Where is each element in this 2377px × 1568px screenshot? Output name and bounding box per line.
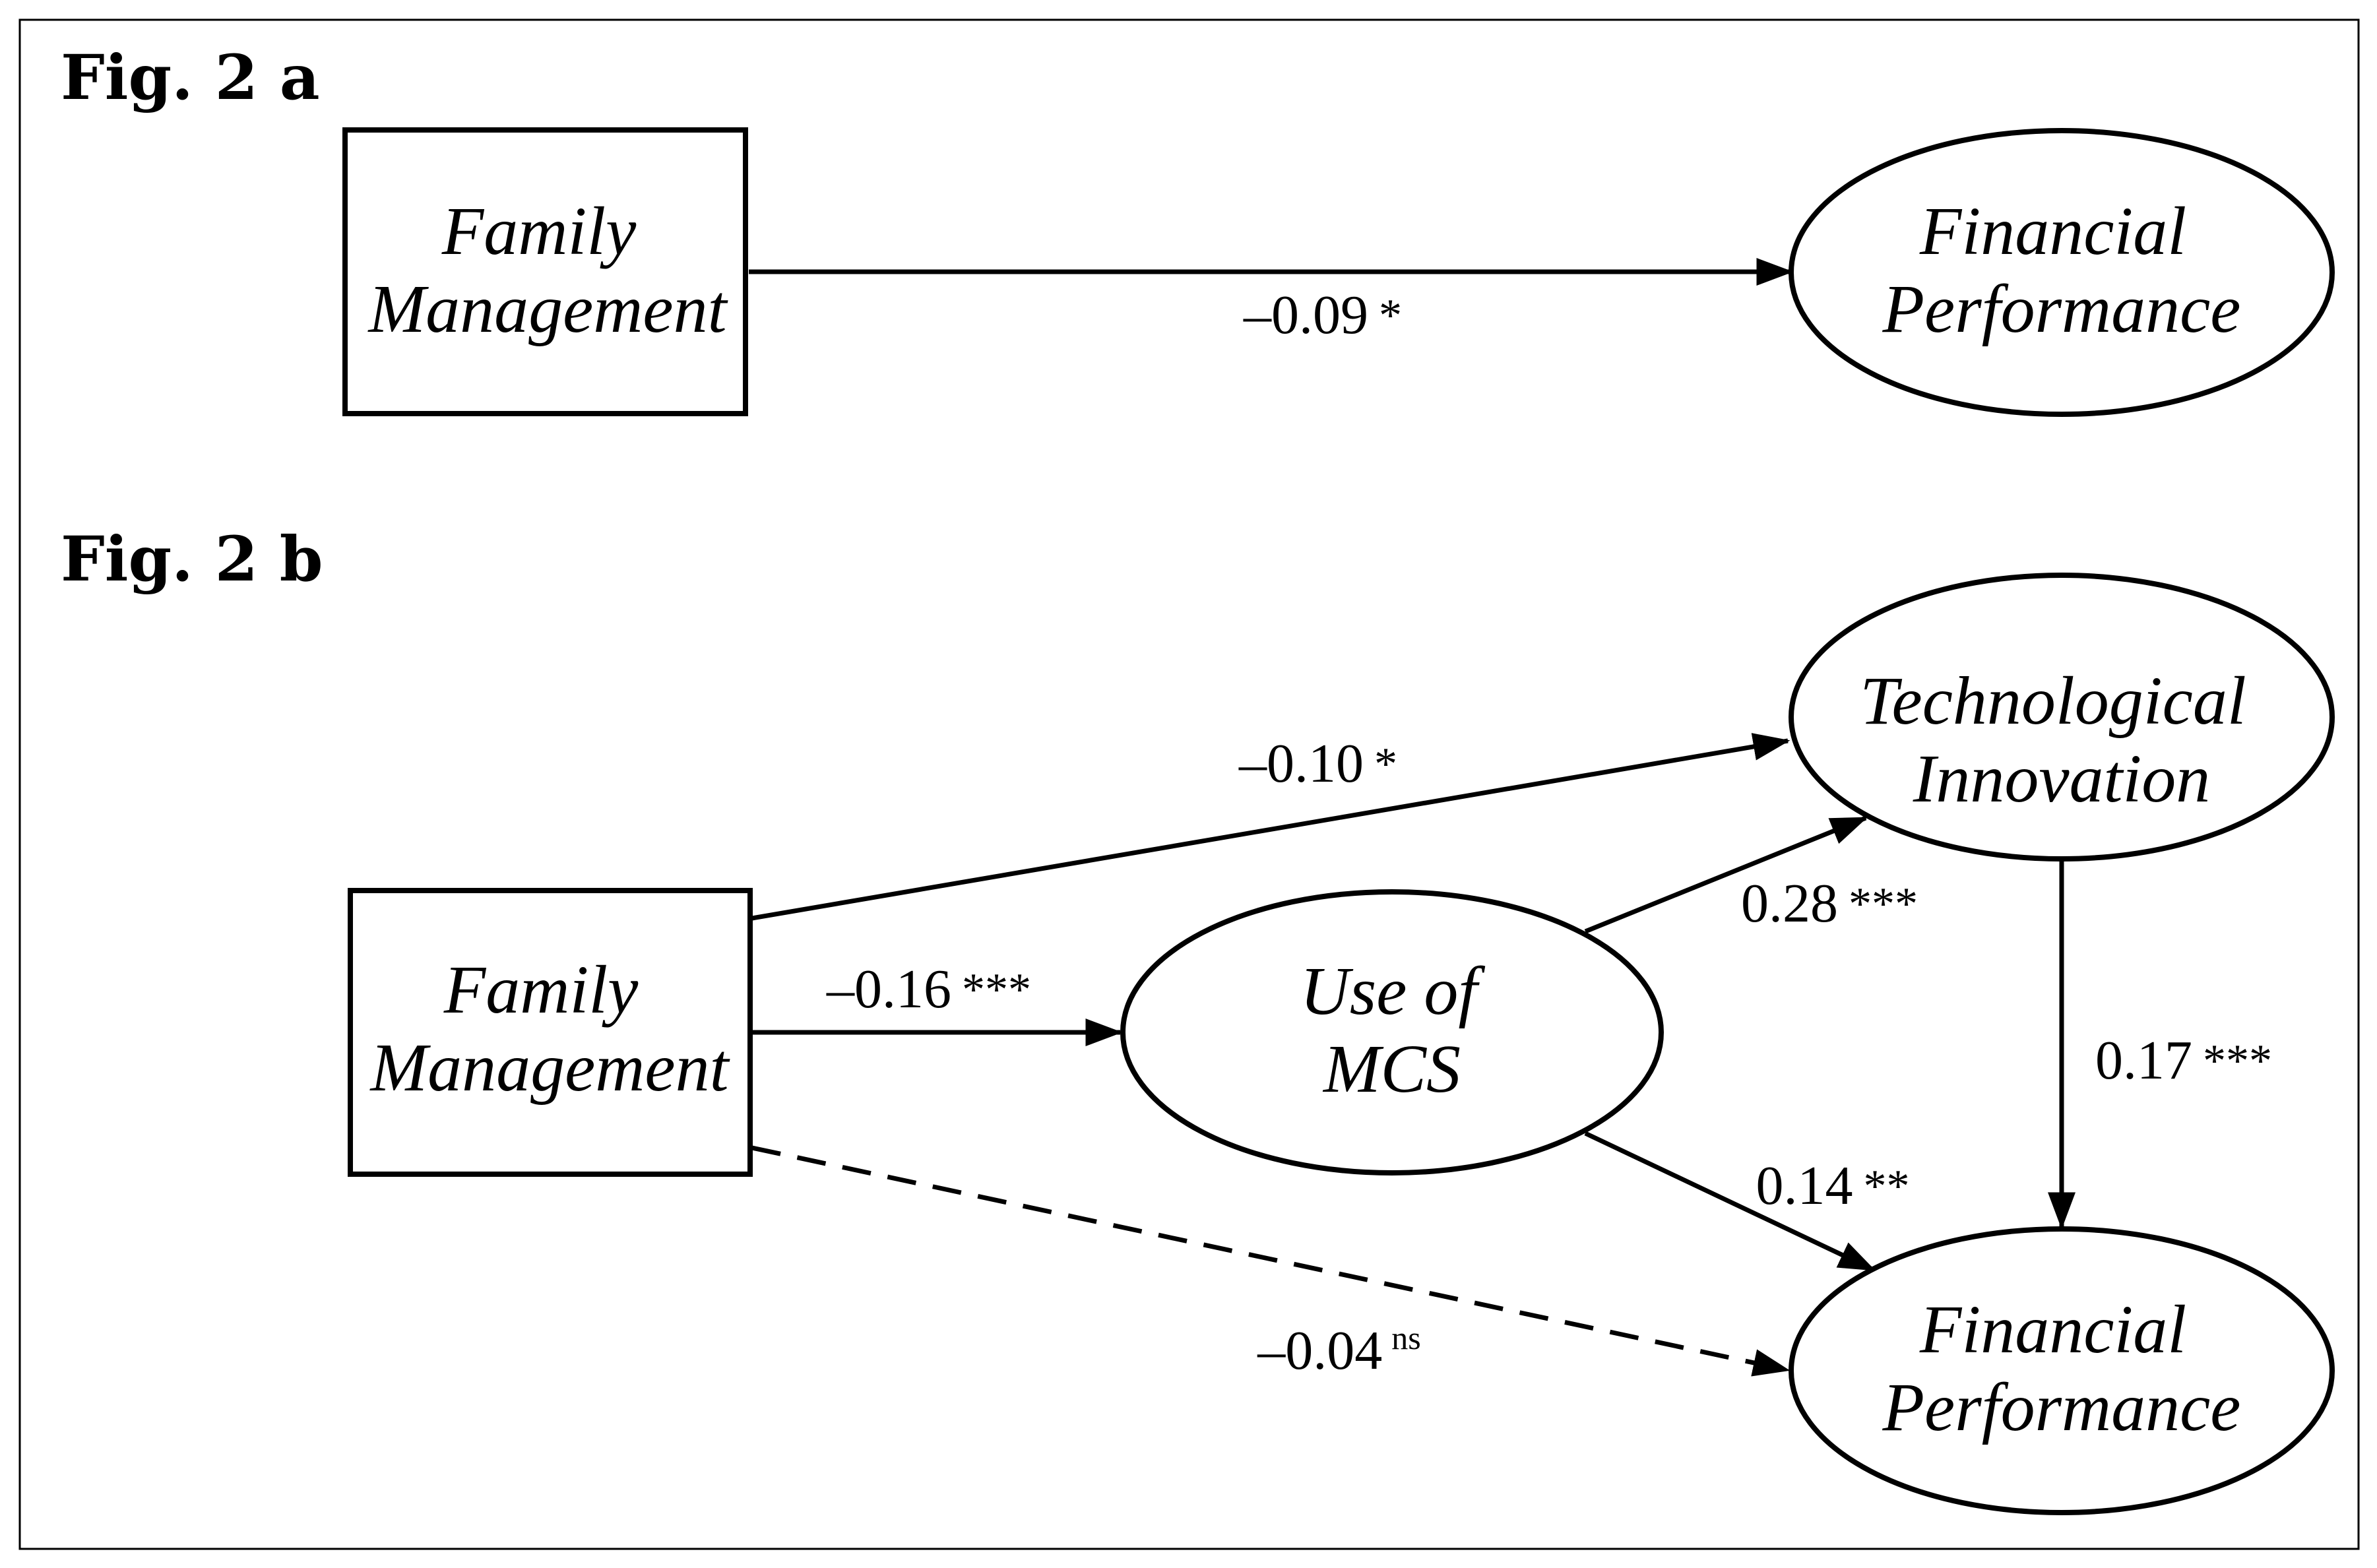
coef-b-mcs-to-technological: 0.28*** xyxy=(1741,873,1918,934)
coef-b-mcs-to-financial: 0.14** xyxy=(1756,1155,1910,1216)
coef-b-family-to-technological: –0.10* xyxy=(1238,733,1397,794)
node-a-financial-performance-label: Financial Performance xyxy=(1882,193,2241,347)
node-label-line: Financial xyxy=(1919,1292,2186,1367)
node-label-line: Performance xyxy=(1882,1369,2241,1445)
node-a-family-management-label: Family Management xyxy=(367,193,728,347)
coefficient-value: 0.28 xyxy=(1741,873,1838,934)
node-label-line: Use of xyxy=(1300,953,1486,1029)
node-label-line: Performance xyxy=(1882,271,2241,347)
significance-marker: *** xyxy=(1849,879,1918,929)
node-a-family-management xyxy=(342,127,748,416)
node-b-family-management xyxy=(348,888,753,1177)
coef-b-technological-to-financial: 0.17*** xyxy=(2095,1030,2272,1091)
figure-frame xyxy=(18,18,2360,1550)
node-label-line: Family xyxy=(443,952,639,1028)
node-b-technological-innovation-label: Technological Innovation xyxy=(1860,663,2263,817)
node-label-line: MCS xyxy=(1322,1031,1461,1107)
significance-marker: *** xyxy=(962,964,1031,1015)
coefficient-value: –0.09 xyxy=(1243,284,1368,346)
coefficient-value: 0.17 xyxy=(2095,1030,2192,1091)
significance-marker: ns xyxy=(1391,1319,1420,1356)
coefficient-value: –0.10 xyxy=(1238,733,1364,794)
figure-2a-title: Fig. 2 a xyxy=(61,42,320,114)
figure-2a: Fig. 2 a Family Management Financial Per… xyxy=(61,42,2335,417)
node-b-technological-innovation xyxy=(1789,573,2335,862)
node-label-line: Management xyxy=(369,1030,730,1106)
significance-marker: * xyxy=(1379,290,1402,341)
figure-2b-title: Fig. 2 b xyxy=(61,523,323,596)
node-label-line: Family xyxy=(441,193,637,269)
significance-marker: ** xyxy=(1864,1161,1910,1212)
path-b-mcs-to-financial xyxy=(1584,1131,1876,1272)
node-label-line: Innovation xyxy=(1913,741,2211,817)
node-label-line: Management xyxy=(367,271,728,347)
path-b-mcs-to-technological xyxy=(1584,815,1868,934)
coefficient-value: –0.16 xyxy=(826,958,951,1020)
coef-a-family-to-financial: –0.09* xyxy=(1243,284,1402,346)
node-b-financial-performance-label: Financial Performance xyxy=(1882,1292,2241,1445)
node-label-line: Financial xyxy=(1919,193,2186,269)
figure-2b: Fig. 2 b Family Management Use of MCS Te… xyxy=(61,523,2335,1515)
significance-marker: * xyxy=(1374,739,1397,790)
node-label-line: Technological xyxy=(1860,663,2246,739)
node-b-use-of-mcs xyxy=(1120,889,1664,1176)
significance-marker: *** xyxy=(2203,1036,2272,1086)
node-b-financial-performance xyxy=(1789,1226,2335,1515)
node-b-use-of-mcs-label: Use of MCS xyxy=(1300,953,1495,1107)
coef-b-family-to-mcs: –0.16*** xyxy=(826,958,1031,1020)
path-b-family-to-technological xyxy=(751,733,1791,921)
coefficient-value: 0.14 xyxy=(1756,1155,1853,1216)
coefficient-value: –0.04 xyxy=(1257,1320,1382,1381)
node-a-financial-performance xyxy=(1789,128,2335,417)
node-b-family-management-label: Family Management xyxy=(369,952,730,1106)
path-b-family-to-financial xyxy=(751,1145,1791,1377)
